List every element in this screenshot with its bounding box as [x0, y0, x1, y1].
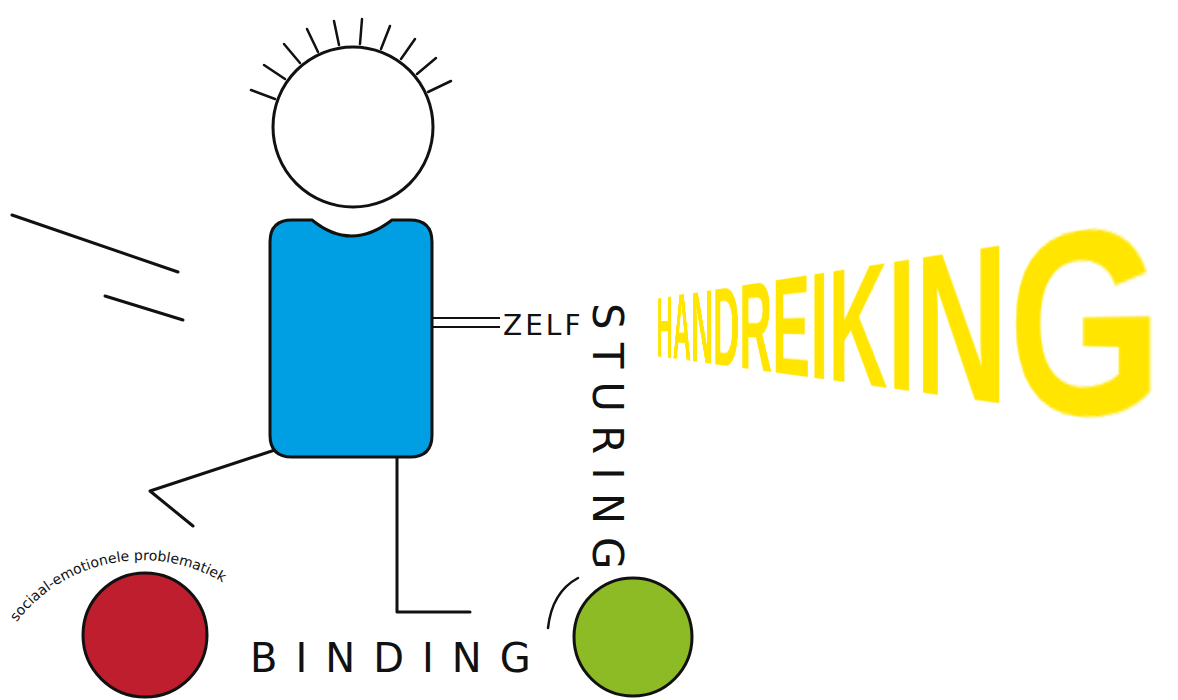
- curved-heading: sociaal-emotionele problematiek: [6, 547, 230, 624]
- speed-line: [105, 296, 183, 320]
- heading-text: sociaal-emotionele problematiek: [6, 547, 230, 624]
- green-ball: [574, 578, 692, 696]
- arm: [430, 318, 500, 327]
- speed-line: [12, 215, 178, 272]
- handreiking-word: HANDREIKING: [657, 214, 1166, 432]
- head: [273, 47, 433, 207]
- back-leg: [150, 447, 284, 526]
- body: [270, 220, 432, 457]
- speed-lines: [12, 215, 183, 320]
- node-outline: sociaal-emotionele problematiek: [0, 540, 290, 700]
- binding-word: BINDING: [250, 638, 549, 678]
- motion-arc: [548, 578, 578, 628]
- zelf-word: ZELF: [503, 312, 584, 340]
- circle-shape: [83, 573, 207, 697]
- sturing-word: STURING: [586, 303, 628, 583]
- front-leg: [397, 455, 470, 612]
- legs: [150, 447, 470, 612]
- problem-circle: sociaal-emotionele problematiek: [0, 540, 290, 700]
